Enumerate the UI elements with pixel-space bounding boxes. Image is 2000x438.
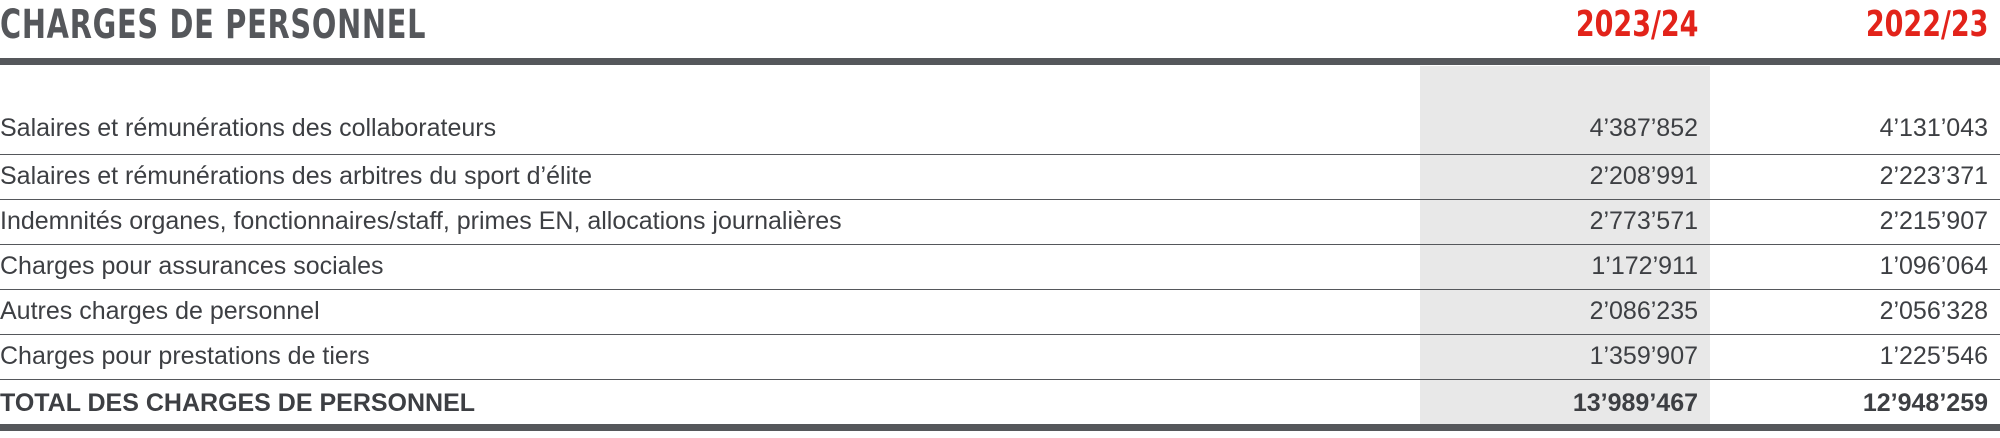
- row-value-current: 2’773’571: [1589, 207, 1698, 235]
- row-label: Salaires et rémunérations des collaborat…: [0, 114, 497, 142]
- table-row: Autres charges de personnel 2’086’235 2’…: [0, 290, 2000, 335]
- table-header: CHARGES DE PERSONNEL 2023/24 2022/23: [0, 0, 2000, 58]
- row-label: Charges pour assurances sociales: [0, 252, 384, 280]
- total-value-current: 13’989’467: [1572, 389, 1698, 417]
- current-year-column-highlight: [1420, 66, 1710, 424]
- row-value-current: 1’359’907: [1589, 342, 1698, 370]
- header-rule: [0, 58, 2000, 65]
- bottom-rule: [0, 424, 2000, 431]
- table-body: Salaires et rémunérations des collaborat…: [0, 110, 2000, 380]
- table-title: CHARGES DE PERSONNEL: [0, 2, 427, 48]
- row-value-previous: 1’225’546: [1879, 342, 1988, 370]
- row-value-current: 4’387’852: [1589, 114, 1698, 142]
- row-label: Salaires et rémunérations des arbitres d…: [0, 162, 592, 190]
- row-value-current: 2’086’235: [1589, 297, 1698, 325]
- row-label: Indemnités organes, fonctionnaires/staff…: [0, 207, 842, 235]
- row-label: Autres charges de personnel: [0, 297, 320, 325]
- row-value-current: 1’172’911: [1591, 252, 1698, 280]
- total-row: TOTAL DES CHARGES DE PERSONNEL 13’989’46…: [0, 382, 2000, 422]
- table-row: Charges pour assurances sociales 1’172’9…: [0, 245, 2000, 290]
- total-label: TOTAL DES CHARGES DE PERSONNEL: [0, 389, 476, 417]
- total-value-previous: 12’948’259: [1862, 389, 1988, 417]
- row-value-previous: 1’096’064: [1879, 252, 1988, 280]
- year-previous-heading: 2022/23: [1865, 4, 1988, 45]
- row-value-previous: 2’223’371: [1879, 162, 1988, 190]
- row-value-previous: 2’056’328: [1879, 297, 1988, 325]
- table-row: Charges pour prestations de tiers 1’359’…: [0, 335, 2000, 380]
- row-value-current: 2’208’991: [1589, 162, 1698, 190]
- row-label: Charges pour prestations de tiers: [0, 342, 370, 370]
- row-value-previous: 4’131’043: [1879, 114, 1988, 142]
- table-row: Salaires et rémunérations des arbitres d…: [0, 155, 2000, 200]
- table-row: Indemnités organes, fonctionnaires/staff…: [0, 200, 2000, 245]
- row-value-previous: 2’215’907: [1879, 207, 1988, 235]
- table-row: Salaires et rémunérations des collaborat…: [0, 110, 2000, 155]
- year-current-heading: 2023/24: [1575, 4, 1698, 45]
